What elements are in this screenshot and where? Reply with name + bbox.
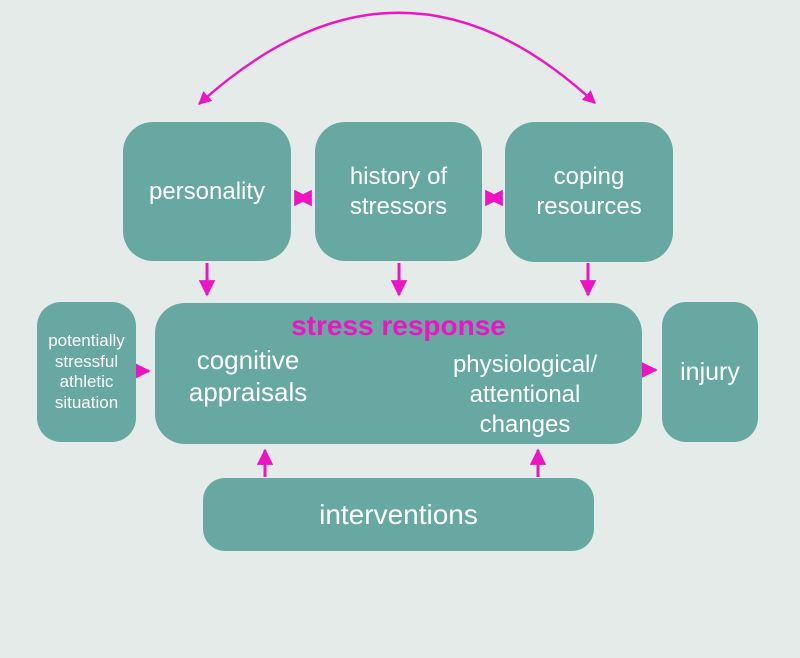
history-of-stressors-label: history of stressors [349, 162, 448, 220]
cognitive-appraisals-label: cognitive appraisals [188, 345, 308, 407]
history-of-stressors-box: history of stressors [315, 122, 482, 261]
personality-box: personality [123, 122, 291, 261]
injury-box: injury [662, 302, 758, 442]
interventions-box: interventions [203, 478, 594, 551]
coping-resources-label: coping resources [536, 163, 642, 220]
physiological-attentional-changes-label: physiological/ attentional changes [452, 351, 598, 438]
interventions-label: interventions [319, 498, 478, 530]
stress-response-box: stress response cognitive appraisals phy… [155, 303, 642, 444]
injury-label: injury [680, 357, 740, 386]
stress-response-title: stress response [291, 310, 506, 341]
potentially-stressful-athletic-situation-box: potentially stressful athletic situation [37, 302, 136, 442]
coping-resources-box: coping resources [505, 122, 673, 262]
situation-label: potentially stressful athletic situation [48, 331, 125, 412]
personality-label: personality [148, 177, 266, 205]
arc-arrow-personality-coping [198, 11, 596, 105]
